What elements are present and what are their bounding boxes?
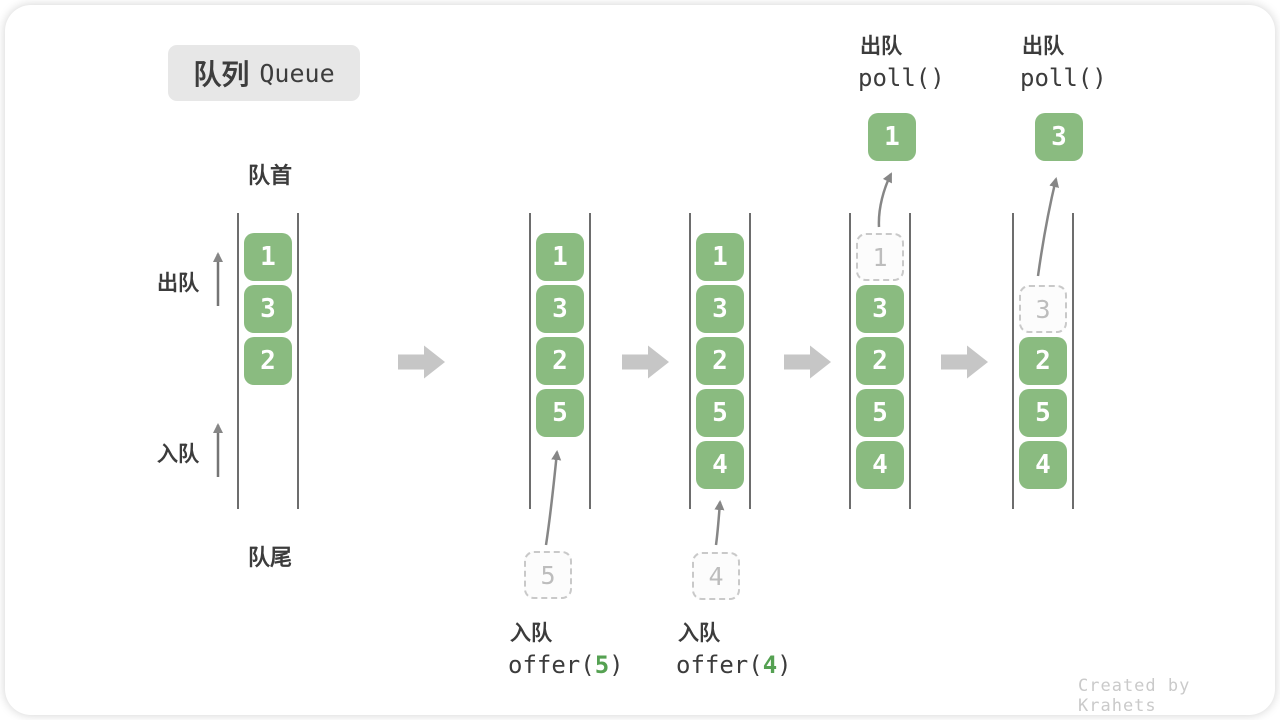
queue3-cell: 1 (696, 233, 744, 281)
queue2-action-code: offer(5) (508, 651, 624, 679)
queue-channel-3 (689, 213, 751, 509)
queue4-action-code: poll() (858, 64, 945, 92)
code-close: ) (777, 651, 792, 679)
flow-arrow-1-icon (398, 345, 445, 379)
code-arg: 5 (594, 651, 610, 679)
queue2-pending-cell: 5 (524, 551, 572, 599)
queue2-action-label: 入队 (510, 622, 552, 645)
queue-channel-1 (237, 213, 299, 509)
code-open: offer( (508, 651, 595, 679)
queue4-cell: 2 (856, 337, 904, 385)
title-en: Queue (259, 58, 335, 88)
dequeue-side-label: 出队 (157, 272, 199, 295)
title-zh: 队列 (193, 59, 250, 90)
queue3-pending-cell: 4 (692, 552, 740, 600)
queue3-cell: 4 (696, 441, 744, 489)
queue2-cell: 5 (536, 389, 584, 437)
queue3-cell: 3 (696, 285, 744, 333)
queue5-cell: 5 (1019, 389, 1067, 437)
queue4-cell: 5 (856, 389, 904, 437)
queue3-action-code: offer(4) (676, 651, 792, 679)
queue3-cell: 5 (696, 389, 744, 437)
queue3-action-label: 入队 (678, 622, 720, 645)
queue-channel-5 (1012, 213, 1074, 509)
queue4-action-label: 出队 (860, 35, 902, 58)
queue5-removed-cell: 3 (1019, 285, 1067, 333)
queue2-cell: 3 (536, 285, 584, 333)
queue-front-label: 队首 (248, 163, 293, 188)
queue5-action-label: 出队 (1022, 35, 1064, 58)
queue-diagram-canvas: 队列 Queue 队首 队尾 出队 入队 1 3 2 1 3 2 5 5 入队 … (5, 5, 1275, 716)
enqueue-side-label: 入队 (157, 443, 199, 466)
queue4-popped-cell: 1 (868, 113, 916, 161)
flow-arrow-4-icon (941, 345, 988, 379)
queue2-cell: 2 (536, 337, 584, 385)
code-open: offer( (676, 651, 763, 679)
queue5-cell: 2 (1019, 337, 1067, 385)
queue5-action-code: poll() (1020, 64, 1107, 92)
code-close: ) (609, 651, 624, 679)
watermark: Created by Krahets (1078, 676, 1191, 716)
queue3-cell: 2 (696, 337, 744, 385)
queue5-cell: 4 (1019, 441, 1067, 489)
flow-arrow-3-icon (784, 345, 831, 379)
flow-arrow-2-icon (622, 345, 669, 379)
queue-channel-4 (849, 213, 911, 509)
queue-rear-label: 队尾 (248, 545, 293, 570)
title-badge: 队列 Queue (168, 45, 360, 101)
queue1-cell: 3 (244, 285, 292, 333)
queue4-cell: 3 (856, 285, 904, 333)
queue4-removed-cell: 1 (856, 233, 904, 281)
queue-channel-2 (529, 213, 591, 509)
queue1-cell: 2 (244, 337, 292, 385)
queue1-cell: 1 (244, 233, 292, 281)
queue4-cell: 4 (856, 441, 904, 489)
queue2-cell: 1 (536, 233, 584, 281)
arrows-layer (213, 172, 1059, 546)
code-arg: 4 (762, 651, 778, 679)
queue5-popped-cell: 3 (1035, 113, 1083, 161)
